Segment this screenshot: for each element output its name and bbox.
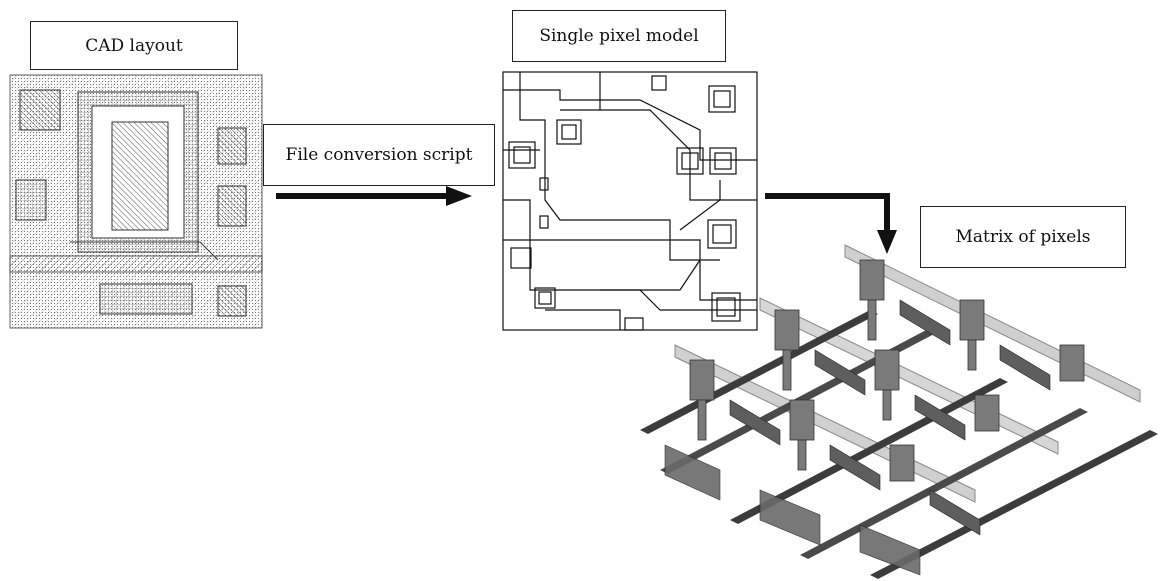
file-conversion-script-label: File conversion script	[263, 124, 495, 186]
file-conversion-script-text: File conversion script	[285, 145, 473, 165]
cad-layout-label: CAD layout	[30, 21, 238, 70]
single-pixel-model-text: Single pixel model	[539, 26, 699, 46]
matrix-of-pixels-text: Matrix of pixels	[955, 227, 1091, 247]
arrow-cad-to-model	[276, 186, 472, 206]
single-pixel-model-label: Single pixel model	[512, 10, 726, 62]
matrix-of-pixels-image	[640, 244, 1158, 579]
cad-layout-image	[9, 74, 263, 329]
arrow-model-to-matrix	[765, 193, 897, 254]
single-pixel-model-image	[502, 71, 758, 331]
matrix-of-pixels-label: Matrix of pixels	[920, 206, 1126, 268]
cad-layout-text: CAD layout	[85, 35, 183, 56]
